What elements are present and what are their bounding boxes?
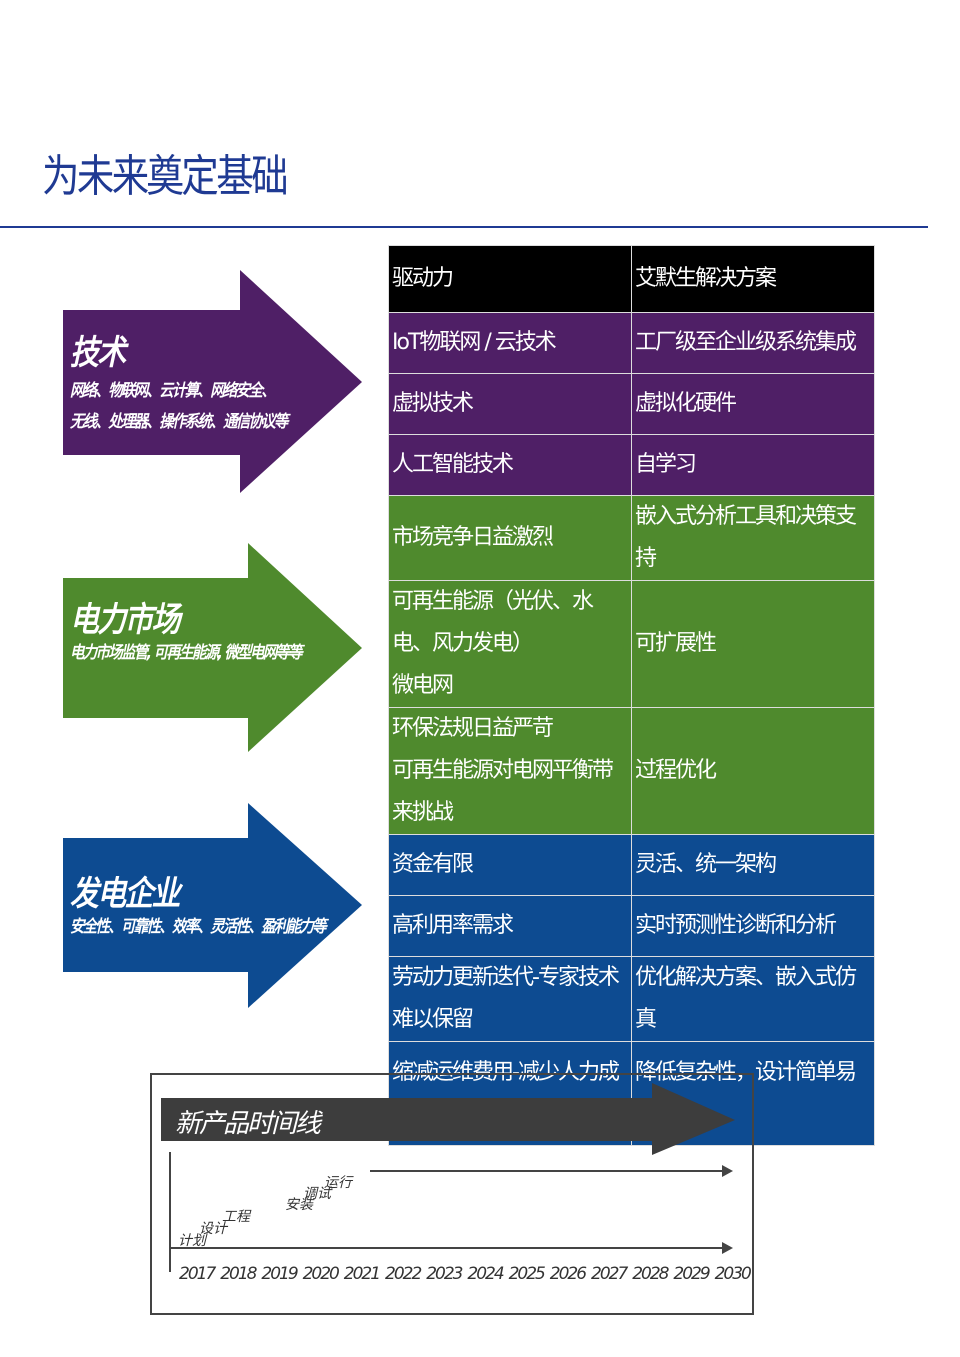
driver-title: 发电企业: [70, 874, 181, 914]
table-row: 虚拟技术虚拟化硬件: [388, 373, 875, 435]
driver-cell: 可再生能源（光伏、水电、风力发电） 微电网: [388, 580, 632, 708]
step-installation: 安装: [285, 1197, 313, 1213]
year-label: 2030: [714, 1264, 752, 1284]
driver-cell: 资金有限: [388, 834, 632, 896]
year-label: 2024: [467, 1264, 504, 1284]
year-label: 2018: [220, 1264, 257, 1284]
driver-title: 电力市场: [70, 600, 180, 640]
driver-desc: 网络、物联网、云计算、网络安全、: [70, 381, 276, 401]
driver-desc: 无线、处理器、操作系统、通信协议等: [70, 412, 288, 432]
solution-cell: 过程优化: [631, 707, 875, 835]
year-label: 2023: [426, 1264, 463, 1284]
table-row: IoT物联网 / 云技术工厂级至企业级系统集成: [388, 312, 875, 374]
solution-cell: 灵活、统一架构: [631, 834, 875, 896]
title-divider: [0, 226, 928, 228]
solution-cell: 虚拟化硬件: [631, 373, 875, 435]
driver-desc: 安全性、可靠性、效率、灵活性、盈利能力等: [70, 917, 327, 937]
solution-cell: 可扩展性: [631, 580, 875, 708]
year-label: 2027: [591, 1264, 628, 1284]
year-label: 2029: [673, 1264, 710, 1284]
year-label: 2022: [385, 1264, 422, 1284]
technology-arrow: [63, 270, 362, 493]
year-label: 2026: [549, 1264, 587, 1284]
header-drivers: 驱动力: [388, 245, 632, 313]
solution-cell: 自学习: [631, 434, 875, 496]
table-row: 人工智能技术自学习: [388, 434, 875, 496]
drivers-solutions-table: 驱动力 艾默生解决方案 IoT物联网 / 云技术工厂级至企业级系统集成虚拟技术虚…: [388, 245, 875, 1146]
driver-generation: 发电企业 安全性、可靠性、效率、灵活性、盈利能力等: [70, 866, 370, 939]
timeline-title: 新产品时间线: [175, 1109, 321, 1139]
table-row: 劳动力更新迭代-专家技术难以保留优化解决方案、嵌入式仿真: [388, 956, 875, 1042]
year-label: 2019: [261, 1264, 298, 1284]
driver-cell: 人工智能技术: [388, 434, 632, 496]
table-row: 可再生能源（光伏、水电、风力发电） 微电网可扩展性: [388, 580, 875, 708]
table-row: 高利用率需求实时预测性诊断和分析: [388, 895, 875, 957]
driver-title: 技术: [70, 333, 126, 373]
step-commissioning: 调试: [303, 1186, 331, 1202]
table-row: 环保法规日益严苛 可再生能源对电网平衡带来挑战过程优化: [388, 707, 875, 835]
timeline-panel: [150, 1073, 754, 1315]
driver-desc: 电力市场监管, 可再生能源, 微型电网等等: [70, 643, 303, 663]
driver-cell: IoT物联网 / 云技术: [388, 312, 632, 374]
table-header: 驱动力 艾默生解决方案: [388, 245, 875, 313]
driver-cell: 高利用率需求: [388, 895, 632, 957]
driver-technology: 技术 网络、物联网、云计算、网络安全、 无线、处理器、操作系统、通信协议等: [70, 325, 325, 436]
driver-cell: 虚拟技术: [388, 373, 632, 435]
header-solutions: 艾默生解决方案: [631, 245, 875, 313]
step-plan: 计划: [178, 1233, 206, 1249]
driver-cell: 环保法规日益严苛 可再生能源对电网平衡带来挑战: [388, 707, 632, 835]
step-operation: 运行: [324, 1175, 352, 1191]
step-engineering: 工程: [222, 1209, 250, 1225]
page-title: 为未来奠定基础: [42, 151, 289, 202]
year-label: 2025: [508, 1264, 546, 1284]
step-design: 设计: [199, 1221, 227, 1237]
driver-arrows: [63, 270, 362, 1008]
year-label: 2017: [179, 1264, 216, 1284]
year-label: 2020: [302, 1264, 340, 1284]
driver-cell: 劳动力更新迭代-专家技术难以保留: [388, 956, 632, 1042]
year-label: 2021: [343, 1264, 381, 1284]
solution-cell: 嵌入式分析工具和决策支持: [631, 495, 875, 581]
driver-cell: 市场竞争日益激烈: [388, 495, 632, 581]
power-market-arrow: [63, 543, 362, 752]
generation-arrow: [63, 803, 362, 1008]
table-row: 市场竞争日益激烈嵌入式分析工具和决策支持: [388, 495, 875, 581]
driver-power-market: 电力市场 电力市场监管, 可再生能源, 微型电网等等: [70, 592, 342, 665]
table-row: 资金有限灵活、统一架构: [388, 834, 875, 896]
solution-cell: 优化解决方案、嵌入式仿真: [631, 956, 875, 1042]
solution-cell: 工厂级至企业级系统集成: [631, 312, 875, 374]
solution-cell: 实时预测性诊断和分析: [631, 895, 875, 957]
year-label: 2028: [632, 1264, 669, 1284]
